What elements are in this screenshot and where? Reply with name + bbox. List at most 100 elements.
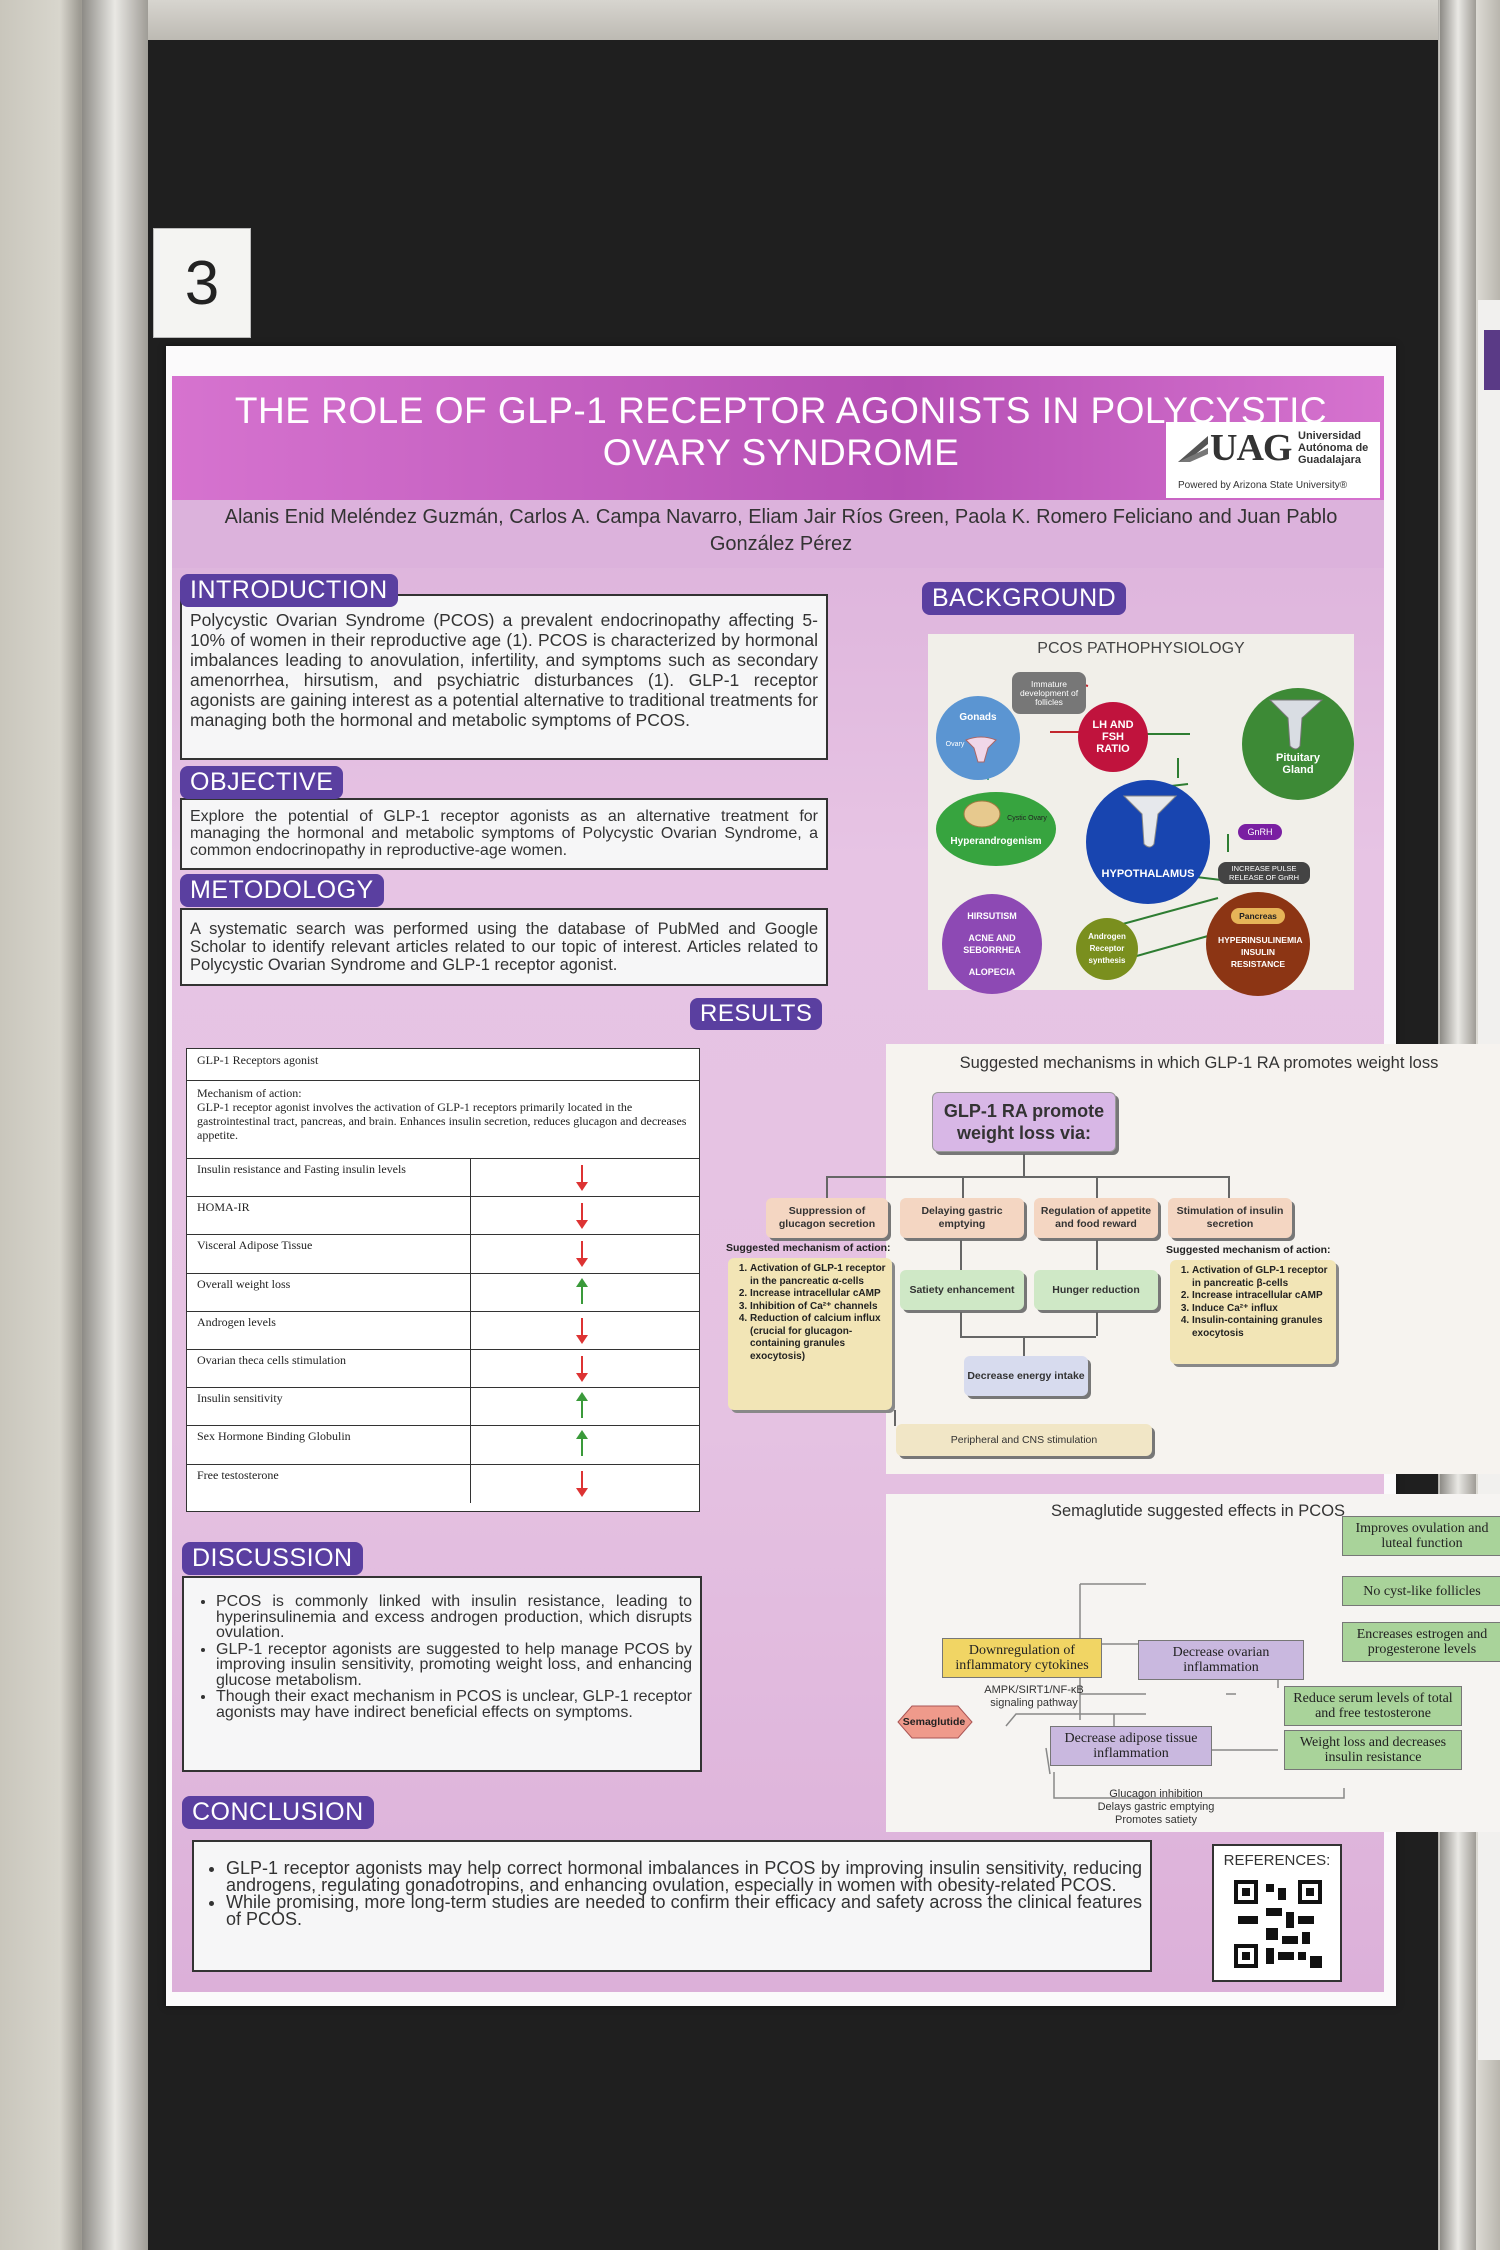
table-mechanism-cell: Mechanism of action: GLP-1 receptor agon… [187, 1081, 699, 1159]
node-hirsutism: HIRSUTISM ACNE AND SEBORRHEA ALOPECIA [942, 894, 1042, 994]
lh-fsh-label: LH AND FSH RATIO [1092, 719, 1134, 755]
branch-appetite: Regulation of appetite and food reward [1034, 1198, 1158, 1238]
semaglutide-hexagon [897, 1705, 973, 1739]
poster: THE ROLE OF GLP-1 RECEPTOR AGONISTS IN P… [166, 346, 1500, 2006]
decrease-adipose-inflammation: Decrease adipose tissue inflammation [1050, 1726, 1212, 1766]
weight-loss-title: Suggested mechanisms in which GLP-1 RA p… [959, 1054, 1439, 1072]
table-row-label: Androgen levels [187, 1311, 471, 1349]
table-row: Overall weight loss [187, 1273, 699, 1312]
insulin-mechanism-items: Activation of GLP-1 receptor in pancreat… [1176, 1265, 1330, 1340]
improves-ovulation: Improves ovulation and luteal function [1342, 1516, 1500, 1556]
logo-mark: UAG [1210, 427, 1292, 469]
cystic-ovary-icon [963, 800, 1001, 828]
connector [1096, 1312, 1098, 1336]
signaling-pathway: AMPK/SIRT1/NF-κB signaling pathway [984, 1684, 1084, 1709]
connector [1228, 1176, 1230, 1198]
semaglutide-node: Semaglutide [902, 1715, 966, 1728]
hirsutism-label: HIRSUTISM [967, 911, 1017, 921]
mechanism-step: Activation of GLP-1 receptor in the panc… [750, 1263, 886, 1288]
node-immature-follicles: Immature development of follicles [1012, 672, 1086, 714]
hunger-reduction: Hunger reduction [1034, 1270, 1158, 1310]
uag-logo: UAG Universidad Autónoma de Guadalajara … [1166, 422, 1380, 498]
table-row: HOMA-IR [187, 1197, 699, 1236]
introduction-heading: INTRODUCTION [180, 574, 398, 607]
table-row-label: HOMA-IR [187, 1197, 471, 1235]
insulin-mechanism-list: Activation of GLP-1 receptor in pancreat… [1170, 1260, 1336, 1364]
pathophysiology-title: PCOS PATHOPHYSIOLOGY [1037, 640, 1245, 657]
weight-loss-root: GLP-1 RA promote weight loss via: [932, 1092, 1116, 1152]
peripheral-cns-stimulation: Peripheral and CNS stimulation [896, 1424, 1152, 1456]
node-gnrh: GnRH [1238, 824, 1282, 840]
reduce-testosterone: Reduce serum levels of total and free te… [1284, 1686, 1462, 1726]
androgen-label: Androgen Receptor synthesis [1088, 932, 1126, 965]
table-row-label: Sex Hormone Binding Globulin [187, 1426, 471, 1464]
node-androgen-receptor: Androgen Receptor synthesis [1076, 918, 1138, 980]
mechanism-step: Induce Ca²⁺ influx [1192, 1303, 1330, 1316]
arrow-up-icon [576, 1277, 588, 1304]
connector [826, 1176, 828, 1198]
pituitary-icon [1268, 699, 1324, 750]
branch-insulin: Stimulation of insulin secretion [1168, 1198, 1292, 1238]
bullet-item: GLP-1 receptor agonists are suggested to… [216, 1641, 692, 1689]
satiety-enhancement: Satiety enhancement [900, 1270, 1024, 1310]
neighbor-poster-strip [1484, 330, 1500, 390]
qr-code-icon[interactable] [1234, 1880, 1322, 1968]
table-row-effect [471, 1312, 699, 1349]
objective-text: Explore the potential of GLP-1 receptor … [190, 808, 818, 859]
introduction-text: Polycystic Ovarian Syndrome (PCOS) a pre… [190, 610, 818, 730]
board-top [148, 0, 1438, 40]
glucagon-inhibition: Glucagon inhibition [1109, 1788, 1203, 1800]
table-row: Ovarian theca cells stimulation [187, 1349, 699, 1389]
board-number-card: 3 [153, 228, 251, 338]
conclusion-list: GLP-1 receptor agonists may help correct… [202, 1859, 1142, 1928]
arrow-down-icon [576, 1355, 588, 1382]
methodology-text: A systematic search was performed using … [190, 920, 818, 974]
references-label: REFERENCES: [1223, 1852, 1331, 1869]
table-row-effect [471, 1159, 699, 1196]
hyperandrogenism-label: Hyperandrogenism [950, 836, 1042, 847]
conclusion-box: GLP-1 receptor agonists may help correct… [192, 1840, 1152, 1972]
table-row-label: Insulin sensitivity [187, 1388, 471, 1426]
results-table: GLP-1 Receptors agonist Mechanism of act… [186, 1048, 700, 1512]
bullet-item: PCOS is commonly linked with insulin res… [216, 1594, 692, 1641]
node-pancreas: Pancreas HYPERINSULINEMIA INSULIN RESIST… [1206, 892, 1310, 996]
bullet-item: While promising, more long-term studies … [226, 1893, 1142, 1928]
objective-heading: OBJECTIVE [180, 766, 344, 799]
table-row-effect [471, 1197, 699, 1234]
table-row: Insulin sensitivity [187, 1388, 699, 1427]
arrow-down-icon [576, 1470, 588, 1497]
glucagon-mechanism-list: Activation of GLP-1 receptor in the panc… [728, 1258, 892, 1410]
table-row-effect [471, 1388, 699, 1425]
conclusion-heading: CONCLUSION [182, 1796, 374, 1829]
connector [1096, 1176, 1098, 1198]
connector [1023, 1154, 1025, 1176]
glucagon-mechanism-items: Activation of GLP-1 receptor in the panc… [734, 1263, 886, 1363]
hypothalamus-icon [1122, 795, 1178, 848]
authors-band [172, 500, 1384, 568]
logo-university-name: Universidad Autónoma de Guadalajara [1298, 430, 1369, 466]
mechanism-step: Reduction of calcium influx (crucial for… [750, 1313, 886, 1363]
pancreas-label: Pancreas [1231, 908, 1285, 924]
hypothalamus-label: HYPOTHALAMUS [1101, 868, 1195, 880]
table-row: Insulin resistance and Fasting insulin l… [187, 1159, 699, 1198]
references-box: REFERENCES: [1212, 1844, 1342, 1982]
decrease-ovarian-inflammation: Decrease ovarian inflammation [1138, 1640, 1304, 1680]
node-lh-fsh: LH AND FSH RATIO [1078, 702, 1148, 772]
background-heading: BACKGROUND [922, 582, 1127, 615]
table-row-label: Insulin resistance and Fasting insulin l… [187, 1159, 471, 1197]
table-row-effect [471, 1465, 699, 1503]
methodology-box: A systematic search was performed using … [180, 908, 828, 986]
discussion-heading: DISCUSSION [182, 1542, 363, 1575]
connector [1096, 1240, 1098, 1270]
weight-loss-insulin: Weight loss and decreases insulin resist… [1284, 1730, 1462, 1770]
bullet-item: GLP-1 receptor agonists may help correct… [226, 1859, 1142, 1894]
table-row: Androgen levels [187, 1311, 699, 1350]
arrow-down-icon [576, 1241, 588, 1268]
connector [826, 1176, 1228, 1178]
downregulation-cytokines: Downregulation of inflammatory cytokines [942, 1638, 1102, 1678]
logo-wing-icon [1178, 436, 1208, 462]
table-row-effect [471, 1426, 699, 1463]
connector [960, 1336, 1096, 1338]
table-row: Free testosterone [187, 1464, 699, 1503]
